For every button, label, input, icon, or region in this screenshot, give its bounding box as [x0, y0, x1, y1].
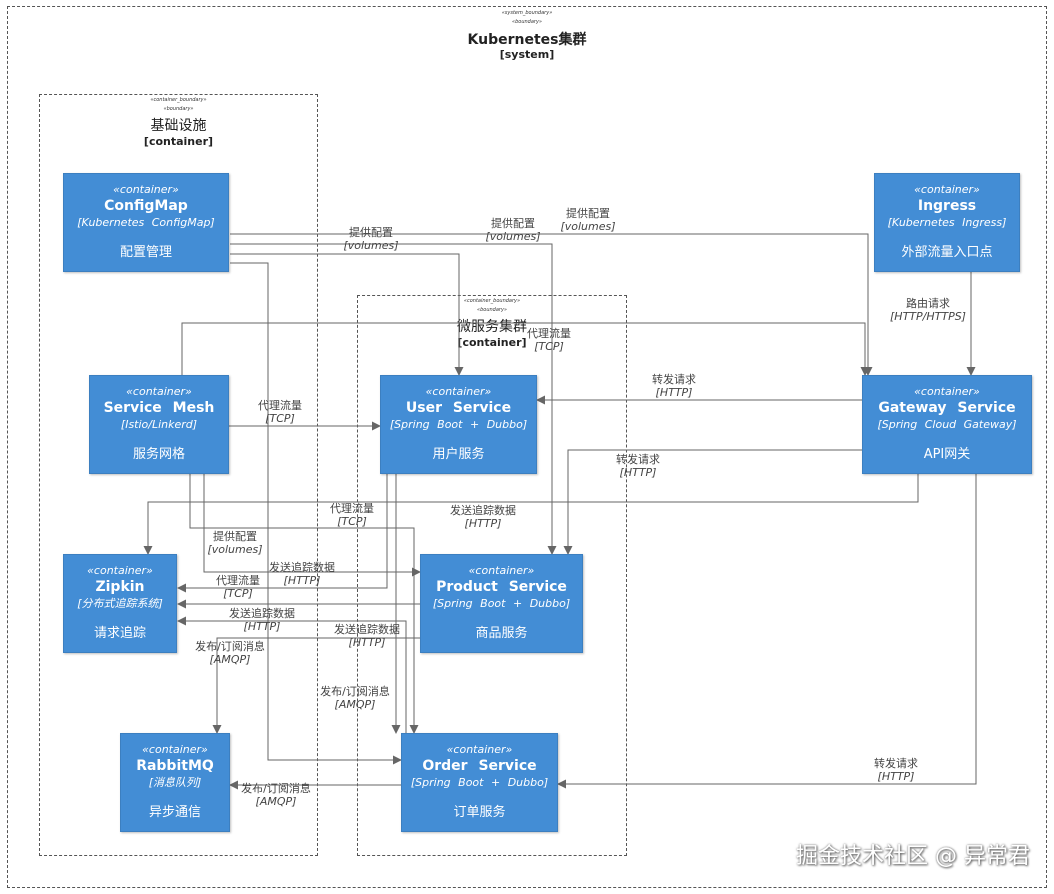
node-zipkin-name: Zipkin	[95, 579, 145, 595]
node-rabbitmq-stereotype: «container»	[142, 743, 208, 756]
label-configmap-user: 提供配置[volumes]	[343, 226, 399, 252]
micro-type: [container]	[457, 336, 527, 349]
node-gateway-desc: API网关	[923, 447, 971, 462]
node-zipkin-desc: 请求追踪	[93, 626, 146, 641]
node-product-desc: 商品服务	[475, 626, 528, 641]
label-product-rabbitmq: 发布/订阅消息[AMQP]	[195, 640, 265, 666]
node-rabbitmq-desc: 异步通信	[148, 805, 201, 820]
edge-order-zipkin	[177, 616, 407, 733]
node-ingress-stereotype: «container»	[914, 183, 980, 196]
edge-mesh-gateway	[181, 322, 870, 376]
node-gateway-service[interactable]: «container» Gateway Service [Spring Clou…	[862, 375, 1032, 474]
node-user-name: User Service	[405, 400, 512, 416]
node-ingress[interactable]: «container» Ingress [Kubernetes Ingress]…	[874, 173, 1020, 272]
label-user-zipkin-tcp: 代理流量[TCP]	[216, 574, 260, 600]
watermark: 掘金技术社区 @ 异常君	[796, 844, 1030, 869]
cluster-type: [system]	[499, 48, 555, 61]
node-mesh-desc: 服务网格	[132, 447, 185, 462]
edge-gateway-product	[563, 449, 862, 555]
label-gateway-order: 转发请求[HTTP]	[874, 757, 918, 783]
label-product-zipkin: 发送追踪数据[HTTP]	[229, 607, 295, 633]
label-mesh-product: 代理流量[TCP]	[330, 502, 374, 528]
label-gateway-product: 转发请求[HTTP]	[616, 453, 660, 479]
node-zipkin-tech: [分布式追踪系统]	[77, 597, 163, 610]
node-configmap[interactable]: «container» ConfigMap [Kubernetes Config…	[63, 173, 229, 272]
cluster-stereotype: «system_boundary»	[501, 10, 553, 16]
node-user-service[interactable]: «container» User Service [Spring Boot + …	[380, 375, 537, 474]
label-order-rabbitmq: 发布/订阅消息[AMQP]	[241, 782, 311, 808]
node-gateway-name: Gateway Service	[878, 400, 1016, 416]
node-order-name: Order Service	[422, 758, 537, 774]
node-user-stereotype: «container»	[425, 385, 492, 398]
kubernetes-cluster-boundary: «system_boundary» «boundary» Kubernetes集…	[7, 6, 1047, 888]
node-product-service[interactable]: «container» Product Service [Spring Boot…	[420, 554, 583, 653]
node-configmap-stereotype: «container»	[113, 183, 179, 196]
node-mesh-tech: [Istio/Linkerd]	[120, 418, 198, 431]
edge-mesh-product	[189, 474, 419, 734]
node-product-stereotype: «container»	[468, 564, 535, 577]
node-ingress-desc: 外部流量入口点	[901, 245, 993, 260]
label-order-zipkin: 发送追踪数据[HTTP]	[334, 623, 400, 649]
label-mesh-order: 发送追踪数据[HTTP]	[269, 561, 335, 587]
node-order-tech: [Spring Boot + Dubbo]	[410, 776, 549, 789]
edge-mesh-order	[203, 474, 421, 577]
node-zipkin[interactable]: «container» Zipkin [分布式追踪系统] 请求追踪	[63, 554, 177, 653]
node-product-name: Product Service	[436, 579, 567, 595]
node-gateway-tech: [Spring Cloud Gateway]	[877, 418, 1017, 431]
node-zipkin-stereotype: «container»	[87, 564, 153, 577]
cluster-title: Kubernetes集群	[467, 32, 587, 48]
edge-configmap-product	[230, 243, 557, 555]
edge-product-rabbitmq	[212, 637, 420, 734]
edge-gateway-zipkin	[143, 474, 919, 555]
node-ingress-name: Ingress	[917, 198, 977, 214]
infra-title: 基础设施	[150, 118, 207, 134]
node-mesh-stereotype: «container»	[126, 385, 192, 398]
label-ingress-gateway: 路由请求[HTTP/HTTPS]	[890, 297, 966, 323]
label-configmap-order: 提供配置[volumes]	[207, 530, 263, 556]
node-rabbitmq-tech: [消息队列]	[148, 776, 202, 789]
node-product-tech: [Spring Boot + Dubbo]	[432, 597, 571, 610]
label-mesh-user: 代理流量[TCP]	[258, 399, 302, 425]
node-user-tech: [Spring Boot + Dubbo]	[389, 418, 528, 431]
cluster-stereotype-2: «boundary»	[512, 19, 542, 25]
node-service-mesh[interactable]: «container» Service Mesh [Istio/Linkerd]…	[89, 375, 229, 474]
label-configmap-product: 提供配置[volumes]	[485, 217, 541, 243]
label-mesh-gateway: 代理流量[TCP]	[527, 327, 571, 353]
micro-stereotype: «container_boundary»	[463, 298, 521, 304]
edge-configmap-user	[230, 253, 464, 376]
node-mesh-name: Service Mesh	[103, 400, 215, 416]
edge-configmap-order	[230, 262, 402, 765]
node-rabbitmq[interactable]: «container» RabbitMQ [消息队列] 异步通信	[120, 733, 230, 832]
infra-stereotype-2: «boundary»	[163, 106, 194, 112]
node-gateway-stereotype: «container»	[914, 385, 980, 398]
node-configmap-name: ConfigMap	[104, 198, 188, 214]
node-order-service[interactable]: «container» Order Service [Spring Boot +…	[401, 733, 558, 832]
infra-type: [container]	[143, 135, 214, 148]
label-gateway-zipkin: 发送追踪数据[HTTP]	[450, 504, 516, 530]
edge-user-zipkin-tcp	[177, 474, 388, 593]
node-ingress-tech: [Kubernetes Ingress]	[887, 216, 1007, 229]
micro-stereotype-2: «boundary»	[477, 307, 507, 313]
node-user-desc: 用户服务	[432, 447, 485, 462]
node-configmap-tech: [Kubernetes ConfigMap]	[77, 216, 215, 229]
infrastructure-boundary: «container_boundary» «boundary» 基础设施 [co…	[39, 94, 318, 856]
node-configmap-desc: 配置管理	[119, 245, 172, 260]
label-gateway-user: 转发请求[HTTP]	[652, 373, 696, 399]
infra-stereotype: «container_boundary»	[150, 97, 207, 103]
edge-gateway-order	[557, 474, 977, 789]
edge-configmap-gateway	[230, 233, 873, 376]
node-rabbitmq-name: RabbitMQ	[136, 758, 214, 774]
node-order-stereotype: «container»	[446, 743, 513, 756]
node-order-desc: 订单服务	[453, 805, 506, 820]
label-configmap-gateway: 提供配置[volumes]	[560, 207, 616, 233]
label-user-order: 发布/订阅消息[AMQP]	[320, 685, 390, 711]
